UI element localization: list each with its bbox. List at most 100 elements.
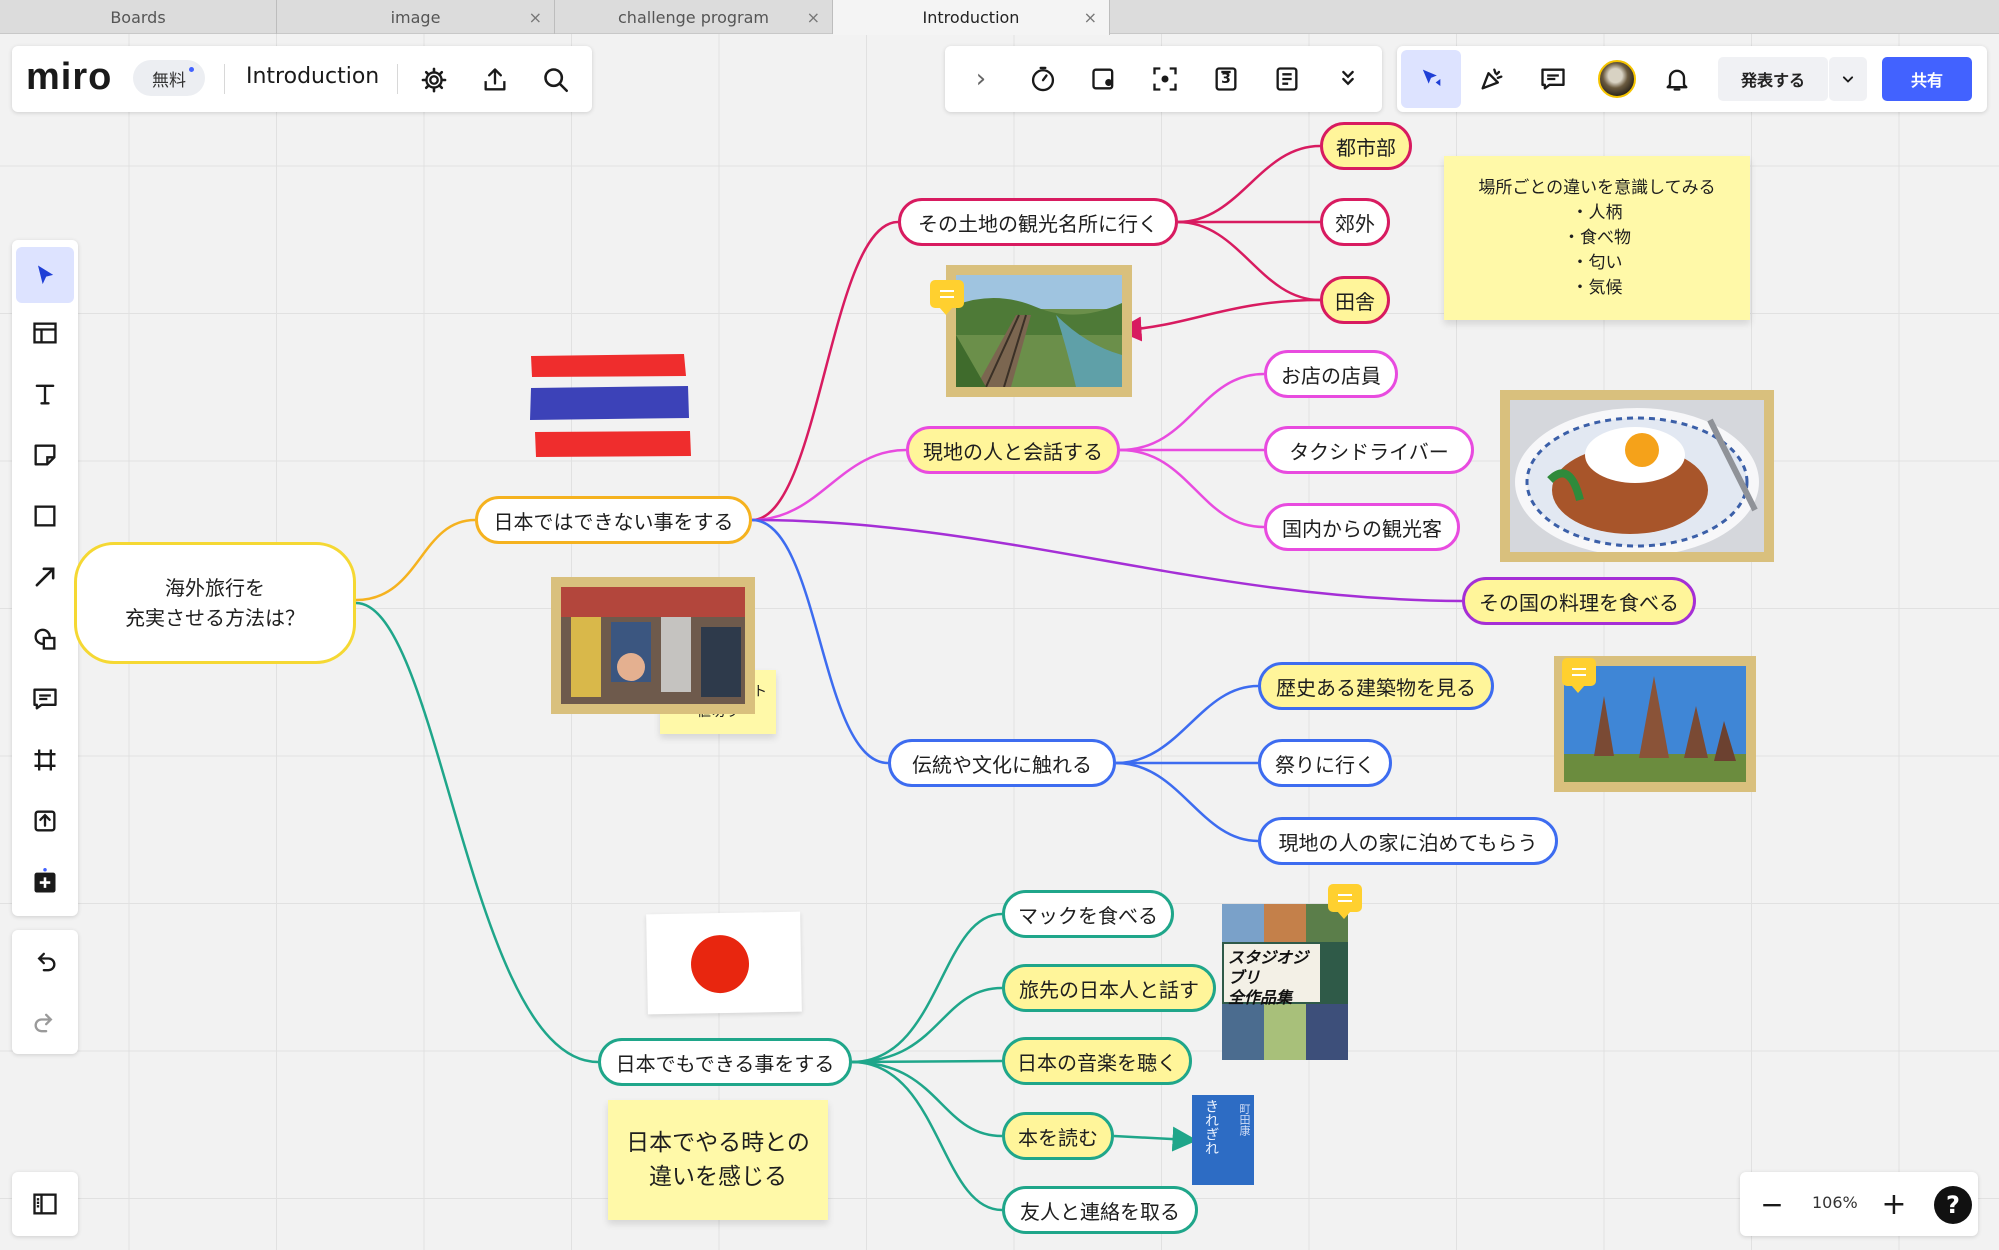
user-avatar[interactable] xyxy=(1598,60,1636,98)
templates-tool[interactable] xyxy=(23,311,67,355)
document-icon xyxy=(1276,67,1298,91)
notifications-button[interactable] xyxy=(1656,58,1698,100)
notification-dot xyxy=(189,67,194,72)
node-countryside[interactable]: 田舎 xyxy=(1320,276,1390,324)
connector-tool[interactable] xyxy=(23,555,67,599)
frames-button[interactable]: 3 xyxy=(1205,58,1247,100)
comment-icon xyxy=(33,688,57,710)
shape-tool[interactable] xyxy=(23,494,67,538)
ghibli-book-cover[interactable]: スタジオジブリ 全作品集 xyxy=(1222,904,1348,1060)
connector-talk-tourists xyxy=(1119,448,1265,529)
timer-button[interactable] xyxy=(1022,58,1064,100)
node-taxi-driver[interactable]: タクシドライバー xyxy=(1264,426,1474,474)
export-button[interactable] xyxy=(475,60,515,100)
celebrate-button[interactable] xyxy=(1471,58,1513,100)
node-homestay[interactable]: 現地の人の家に泊めてもらう xyxy=(1258,817,1558,865)
history-toolbar xyxy=(12,930,78,1054)
node-suburb[interactable]: 郊外 xyxy=(1320,198,1390,246)
sticky-feel-difference[interactable]: 日本でやる時との 違いを感じる xyxy=(608,1100,828,1220)
zoom-level[interactable]: 106% xyxy=(1812,1193,1858,1212)
sticky-places-differences[interactable]: 場所ごとの違いを意識してみる ・人柄 ・食べ物 ・匂い ・気候 xyxy=(1444,156,1750,320)
comment-badge[interactable] xyxy=(1328,884,1362,919)
novel-book-cover[interactable]: きれぎれ 町田康 xyxy=(1192,1095,1254,1185)
comment-badge[interactable] xyxy=(1562,658,1596,693)
node-talk-locals[interactable]: 現地の人と会話する xyxy=(906,426,1120,474)
photo-thai-food[interactable] xyxy=(1500,390,1774,562)
connector-japan-music xyxy=(851,1059,1003,1064)
select-tool[interactable] xyxy=(23,254,67,298)
browser-tab-label: Boards xyxy=(110,7,166,27)
node-mac[interactable]: マックを食べる xyxy=(1002,890,1174,938)
cursor-visibility-button[interactable] xyxy=(1410,58,1452,100)
node-historic-buildings[interactable]: 歴史ある建築物を見る xyxy=(1258,662,1494,710)
browser-tab-boards[interactable]: Boards xyxy=(0,0,277,34)
connector-abroad-food xyxy=(751,518,1463,603)
square-icon xyxy=(34,505,56,527)
frame-tool[interactable] xyxy=(23,738,67,782)
node-talk-japanese[interactable]: 旅先の日本人と話す xyxy=(1002,964,1216,1012)
node-contact-friends[interactable]: 友人と連絡を取る xyxy=(1002,1186,1198,1234)
node-urban[interactable]: 都市部 xyxy=(1320,122,1412,170)
node-eat-local-food[interactable]: その国の料理を食べる xyxy=(1462,577,1696,625)
close-icon[interactable]: × xyxy=(806,8,820,27)
browser-tab-label: image xyxy=(390,7,441,27)
focus-button[interactable] xyxy=(1144,58,1186,100)
comment-badge[interactable] xyxy=(930,280,964,315)
search-button[interactable] xyxy=(536,60,576,100)
bottom-left-panel xyxy=(12,1172,78,1236)
basil-rice-image xyxy=(1510,400,1764,556)
photo-flea-market[interactable] xyxy=(551,577,755,714)
node-sightseeing[interactable]: その土地の観光名所に行く xyxy=(898,198,1178,246)
node-abroad-only[interactable]: 日本ではできない事をする xyxy=(475,496,752,544)
undo-button[interactable] xyxy=(23,940,67,984)
browser-tab-label: Introduction xyxy=(922,8,1020,27)
settings-button[interactable] xyxy=(414,60,454,100)
node-domestic-tourists[interactable]: 国内からの観光客 xyxy=(1264,503,1460,551)
help-button[interactable]: ? xyxy=(1934,1186,1972,1224)
zoom-in-button[interactable]: + xyxy=(1874,1182,1914,1226)
mindmap-root-node[interactable]: 海外旅行を 充実させる方法は？ xyxy=(74,542,356,664)
comments-button[interactable] xyxy=(1532,58,1574,100)
more-apps-tool[interactable] xyxy=(23,860,67,904)
share-button-label: 共有 xyxy=(1910,71,1943,90)
sticky-note-tool[interactable] xyxy=(23,433,67,477)
node-culture[interactable]: 伝統や文化に触れる xyxy=(888,739,1116,787)
node-festival[interactable]: 祭りに行く xyxy=(1258,739,1392,787)
board-title[interactable]: Introduction xyxy=(246,64,380,89)
ghibli-collage xyxy=(1222,904,1348,1060)
photo-ayutthaya-temple[interactable] xyxy=(1554,656,1756,792)
minus-icon: − xyxy=(1760,1187,1784,1221)
present-options-button[interactable] xyxy=(1829,57,1867,101)
expand-tools-button[interactable]: › xyxy=(960,58,1002,100)
browser-tab-challenge-program[interactable]: challenge program × xyxy=(555,0,833,34)
text-tool[interactable] xyxy=(23,372,67,416)
photo-railway-countryside[interactable] xyxy=(946,265,1132,397)
upload-icon xyxy=(484,68,506,91)
notes-button[interactable] xyxy=(1266,58,1308,100)
close-icon[interactable]: × xyxy=(528,8,542,27)
shapes-library-tool[interactable] xyxy=(23,616,67,660)
reactions-toggle-active[interactable] xyxy=(1401,50,1461,108)
browser-tab-introduction[interactable]: Introduction × xyxy=(833,0,1110,35)
comment-tool[interactable] xyxy=(23,677,67,721)
toggle-sidebar-button[interactable] xyxy=(23,1182,67,1226)
sticky-templates-button[interactable] xyxy=(1083,58,1125,100)
zoom-out-button[interactable]: − xyxy=(1752,1182,1792,1226)
connector-japan-talk xyxy=(851,986,1003,1064)
plan-badge[interactable]: 無料 xyxy=(133,60,205,96)
plus-square-icon xyxy=(34,868,56,893)
miro-logo[interactable]: miro xyxy=(26,56,113,98)
node-japan-possible[interactable]: 日本でもできる事をする xyxy=(598,1038,852,1086)
present-button[interactable]: 発表する xyxy=(1718,57,1828,101)
thailand-flag[interactable] xyxy=(528,352,694,462)
node-japanese-music[interactable]: 日本の音楽を聴く xyxy=(1002,1037,1192,1085)
upload-tool[interactable] xyxy=(23,799,67,843)
share-button[interactable]: 共有 xyxy=(1882,57,1972,101)
more-tools-button[interactable] xyxy=(1327,58,1369,100)
browser-tab-image[interactable]: image × xyxy=(277,0,555,34)
node-shop-staff[interactable]: お店の店員 xyxy=(1264,350,1398,398)
node-read-books[interactable]: 本を読む xyxy=(1002,1112,1114,1160)
japan-flag[interactable] xyxy=(646,911,802,1015)
close-icon[interactable]: × xyxy=(1083,8,1097,27)
redo-button[interactable] xyxy=(23,1001,67,1045)
